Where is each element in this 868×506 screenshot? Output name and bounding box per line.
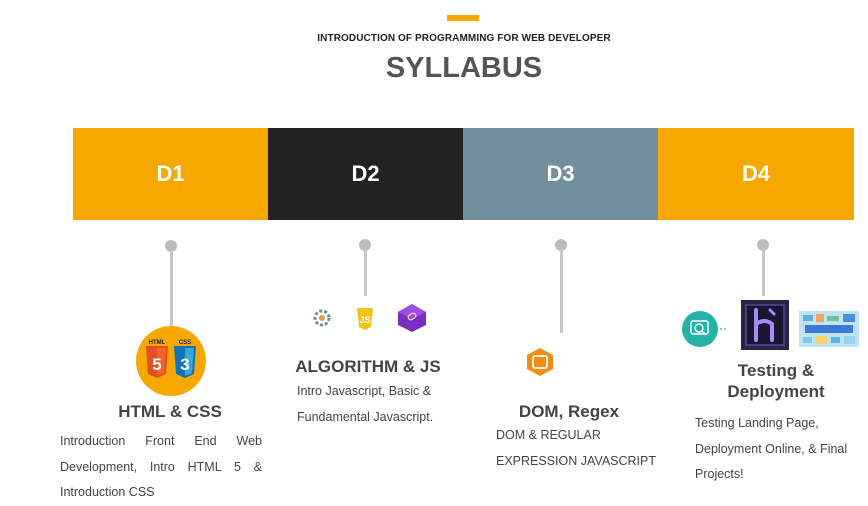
dom-cube-icon bbox=[525, 346, 555, 378]
description-d4-line-1: Testing Landing Page, bbox=[695, 416, 819, 430]
day-box-d3: D3 bbox=[463, 128, 658, 220]
description-d2-line-1: Intro Javascript, Basic & bbox=[297, 384, 432, 398]
svg-text:3: 3 bbox=[180, 355, 189, 374]
day-label-d4: D4 bbox=[741, 161, 771, 186]
timeline-dot-d2 bbox=[359, 239, 371, 251]
svg-text:HTML: HTML bbox=[149, 340, 166, 346]
svg-text:CSS: CSS bbox=[179, 340, 191, 346]
timeline-stem-d1 bbox=[170, 250, 173, 328]
description-d3-line-2: EXPRESSION JAVASCRIPT bbox=[496, 453, 656, 468]
topic-d4: Testing & Deployment bbox=[700, 360, 852, 402]
topic-d4-line-2: Deployment bbox=[727, 382, 825, 401]
svg-text:JS: JS bbox=[359, 315, 370, 325]
svg-text:5: 5 bbox=[152, 355, 161, 374]
timeline-dot-d3 bbox=[555, 239, 567, 251]
timeline-stem-d4 bbox=[762, 249, 765, 296]
project-collage-icon bbox=[799, 311, 859, 347]
topic-d2: ALGORITHM & JS bbox=[295, 357, 441, 376]
timeline-stem-d3 bbox=[560, 249, 563, 333]
day-label-d1: D1 bbox=[156, 161, 185, 186]
topic-d1: HTML & CSS bbox=[118, 402, 222, 421]
algorithm-gear-icon bbox=[310, 305, 334, 331]
page-subtitle: INTRODUCTION OF PROGRAMMING FOR WEB DEVE… bbox=[317, 33, 611, 44]
day-box-d1: D1 bbox=[73, 128, 268, 220]
accent-bar bbox=[447, 15, 479, 21]
description-d1-line-2: Development, Intro HTML 5 & bbox=[60, 459, 262, 474]
description-d4-line-2: Deployment Online, & Final bbox=[695, 441, 848, 456]
timeline-dot-d1 bbox=[165, 240, 177, 252]
topic-d3: DOM, Regex bbox=[518, 402, 620, 421]
javascript-icon: JS bbox=[353, 305, 377, 331]
description-d3: DOM & REGULAR EXPRESSION JAVASCRIPT bbox=[496, 423, 666, 474]
day-label-d2: D2 bbox=[351, 161, 380, 186]
description-d4: Testing Landing Page, Deployment Online,… bbox=[695, 411, 863, 488]
description-d1-line-1: Introduction Front End Web bbox=[60, 434, 262, 448]
page-title: SYLLABUS bbox=[385, 52, 543, 84]
topic-d4-line-1: Testing & bbox=[737, 361, 815, 380]
description-d4-line-3: Projects! bbox=[695, 467, 744, 481]
description-d1: Introduction Front End Web Development, … bbox=[60, 429, 262, 506]
description-d2-line-2: Fundamental Javascript. bbox=[297, 409, 434, 424]
html5-css3-icon: HTML 5 CSS 3 bbox=[136, 326, 206, 396]
heroku-icon bbox=[741, 300, 789, 350]
day-box-d4: D4 bbox=[658, 128, 854, 220]
webpack-icon bbox=[395, 302, 429, 334]
testing-magnifier-icon bbox=[682, 309, 730, 349]
timeline-dot-d4 bbox=[757, 239, 769, 251]
day-box-d2: D2 bbox=[268, 128, 463, 220]
timeline-stem-d2 bbox=[364, 249, 367, 296]
description-d3-line-1: DOM & REGULAR bbox=[496, 428, 601, 442]
description-d1-line-3: Introduction CSS bbox=[60, 485, 155, 499]
description-d2: Intro Javascript, Basic & Fundamental Ja… bbox=[297, 379, 467, 430]
day-label-d3: D3 bbox=[546, 161, 575, 186]
